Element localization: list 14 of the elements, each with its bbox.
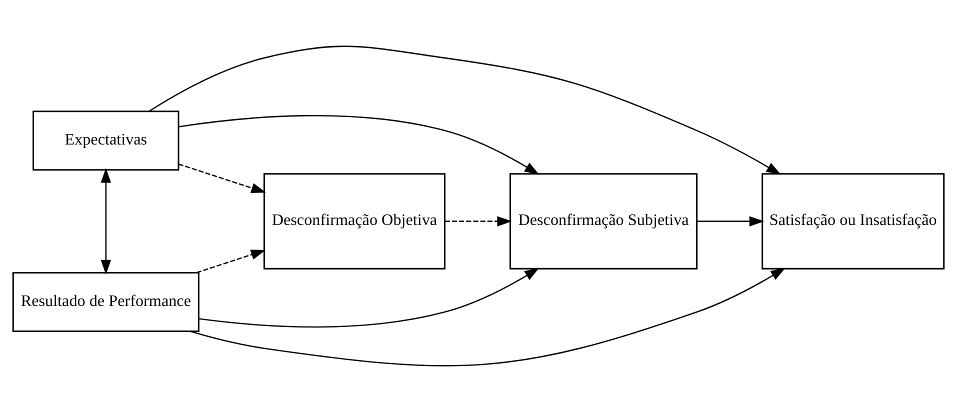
arrow [697, 216, 764, 226]
arrow [196, 250, 266, 274]
node-box: Expectativas [32, 110, 180, 171]
arrow [100, 168, 112, 275]
node-box: Satisfação ou Insatisfação [762, 173, 945, 270]
node-box: Resultado de Performance [12, 272, 200, 332]
node-box: Desconfirmação Subjetiva [510, 173, 698, 270]
arrow [178, 163, 266, 193]
arrow [148, 46, 782, 175]
node-box: Desconfirmação Objetiva [263, 173, 446, 270]
arrow [190, 268, 786, 366]
arrow [178, 115, 540, 175]
arrow [445, 216, 512, 226]
arrow [198, 268, 540, 328]
